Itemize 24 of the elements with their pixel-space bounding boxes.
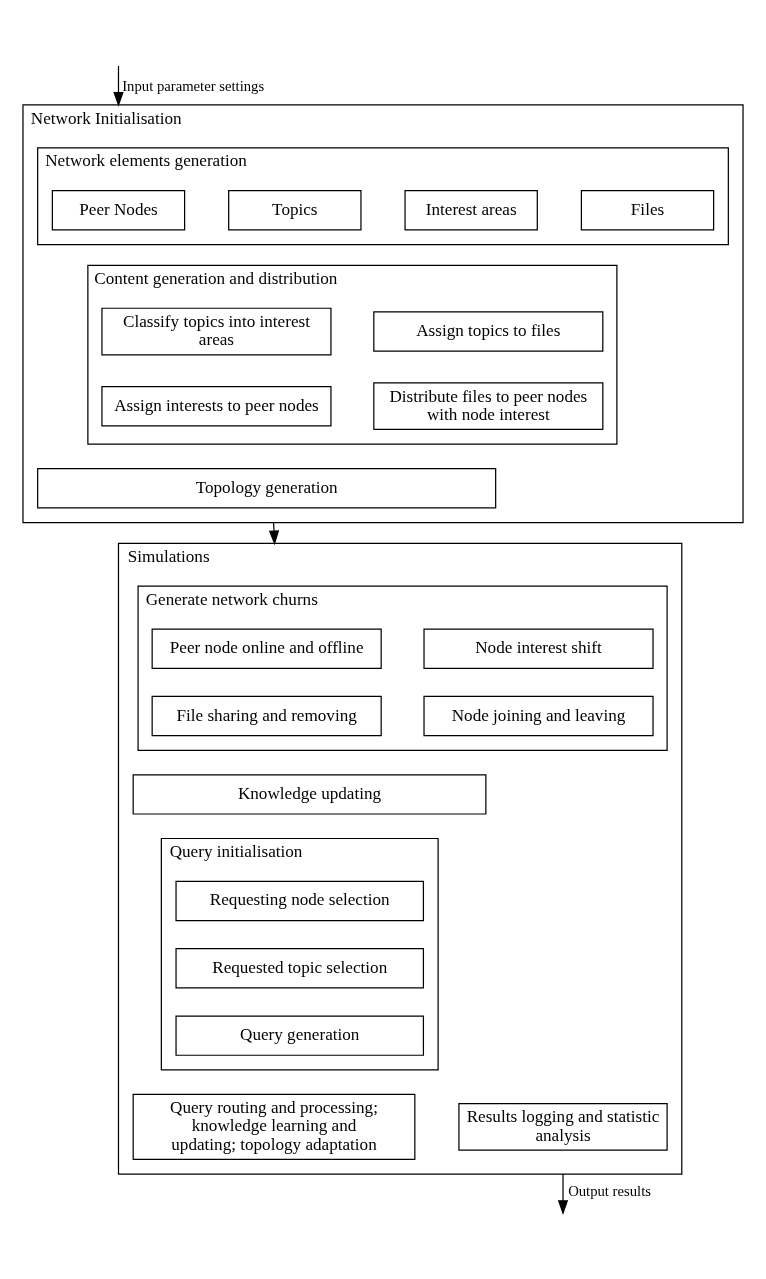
node-box: Peer Nodes (51, 190, 186, 231)
arrow (113, 65, 124, 107)
node-box: Assign interests to peer nodes (101, 386, 332, 427)
node-box: File sharing and removing (151, 695, 382, 737)
arrow (557, 1173, 569, 1215)
node-box: Classify topics into interest areas (101, 307, 332, 356)
edge-label: Output results (568, 1182, 651, 1199)
node-box: Query generation (175, 1015, 425, 1056)
node-box: Files (580, 190, 715, 231)
arrow (268, 521, 280, 546)
node-box: Requesting node selection (175, 880, 425, 922)
node-box: Topics (228, 190, 362, 231)
node-box: Interest areas (404, 190, 538, 231)
node-box: Peer node online and offline (151, 628, 382, 669)
node-box: Query routing and processing; knowledge learning and updating; topology adaptation (132, 1093, 416, 1160)
node-box: Topology generation (37, 468, 497, 509)
edge-label: Input parameter settings (122, 78, 265, 95)
node-box: Node joining and leaving (423, 695, 654, 737)
node-box: Assign topics to files (373, 311, 604, 352)
node-box: Results logging and statistic analysis (458, 1103, 668, 1151)
node-box: Distribute files to peer nodes with node interest (373, 382, 604, 431)
node-box: Node interest shift (423, 628, 654, 669)
node-box: Requested topic selection (175, 948, 425, 989)
node-box: Knowledge updating (132, 774, 487, 815)
